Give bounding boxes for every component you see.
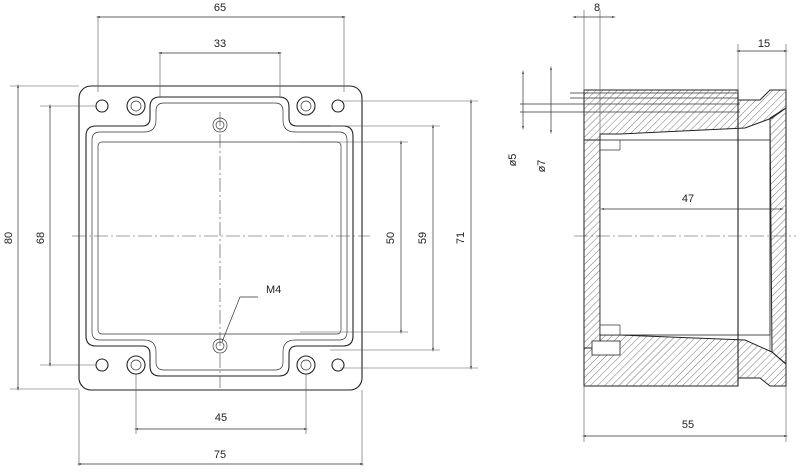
dim-lid-depth: 15 bbox=[758, 38, 770, 50]
lid-screw-holes bbox=[126, 96, 316, 375]
front-lid-outline bbox=[85, 96, 354, 377]
dim-total-depth: 55 bbox=[682, 419, 694, 431]
dim-hole-pitch-vertical: 68 bbox=[35, 232, 47, 244]
dim-hole-diameter-small: ø5 bbox=[507, 154, 519, 167]
dim-mid-height: 59 bbox=[417, 232, 429, 244]
side-view: 8 15 47 55 ø5 ø7 bbox=[507, 2, 796, 442]
dim-inner-depth: 47 bbox=[682, 193, 694, 205]
front-inner-wall bbox=[97, 141, 342, 335]
dim-outer-width-top: 65 bbox=[214, 2, 226, 14]
dim-outer-height: 80 bbox=[3, 232, 15, 244]
dim-hole-pitch-top: 33 bbox=[214, 38, 226, 50]
front-outer-flange bbox=[78, 85, 363, 391]
dim-hole-diameter-large: ø7 bbox=[536, 160, 548, 173]
dim-inner-height: 50 bbox=[385, 232, 397, 244]
section-hatching bbox=[583, 89, 787, 387]
front-view: 65 33 45 75 80 68 50 59 71 M4 bbox=[3, 2, 478, 466]
m4-leader-line bbox=[221, 296, 258, 343]
dim-flange-thickness: 8 bbox=[594, 2, 600, 14]
dim-lid-height: 71 bbox=[455, 232, 467, 244]
dim-hole-pitch-bottom: 45 bbox=[215, 412, 227, 424]
front-lid-inner-outline bbox=[91, 102, 348, 371]
side-bottom-boss bbox=[591, 340, 621, 356]
side-inner-cavity bbox=[599, 139, 771, 336]
dim-outer-width-bottom: 75 bbox=[214, 449, 226, 461]
thread-label-m4: M4 bbox=[266, 284, 281, 296]
